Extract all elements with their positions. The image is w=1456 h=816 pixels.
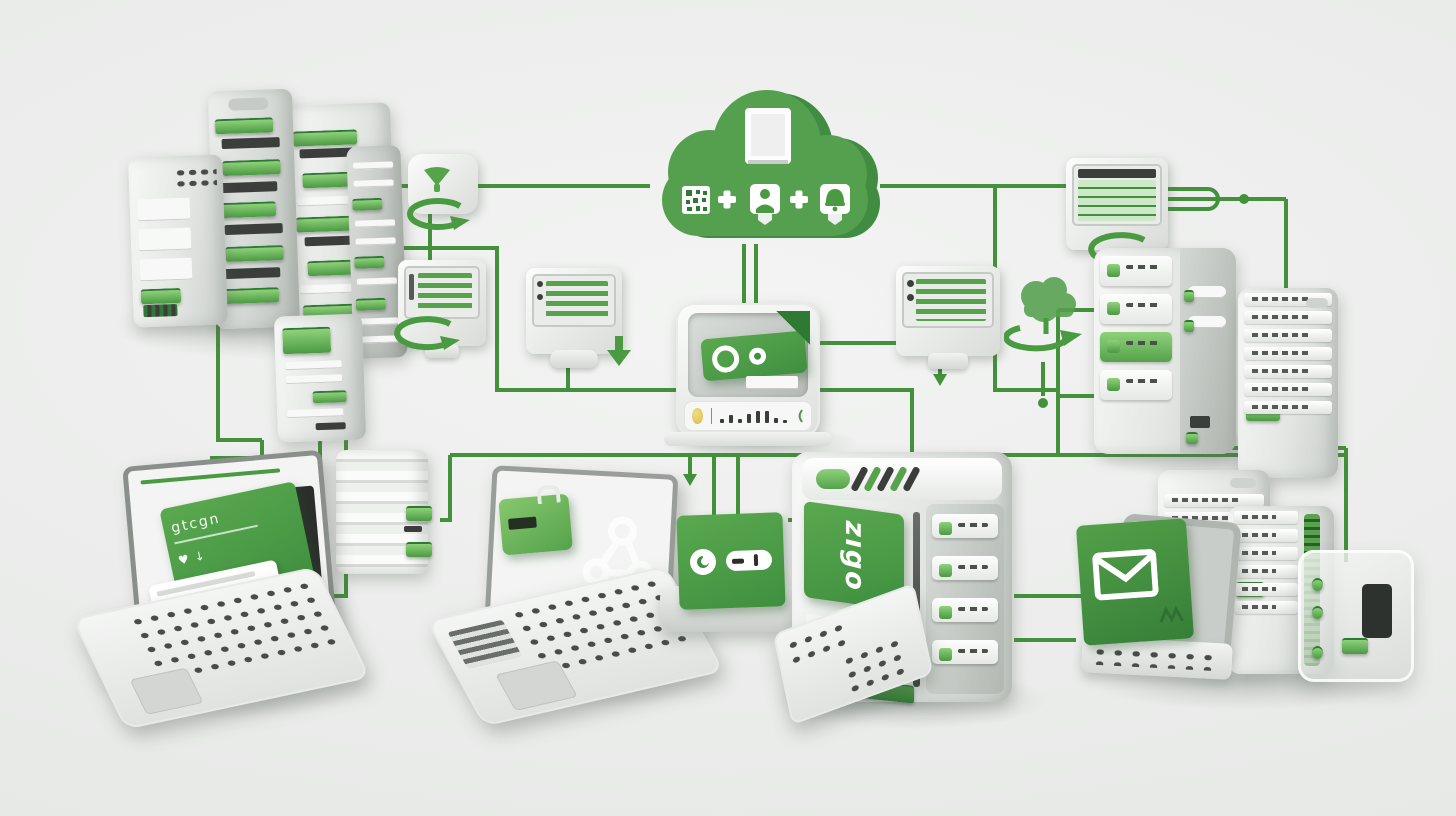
rack-tower — [128, 154, 228, 328]
server-row — [1234, 601, 1298, 614]
handle — [1306, 298, 1328, 308]
card-sublabel: ♥ ↓ — [176, 548, 207, 568]
drive-bay — [932, 598, 998, 622]
server-row — [1164, 494, 1264, 507]
refresh-arc-icon — [394, 316, 460, 351]
chart-bars — [546, 281, 608, 321]
tray-slot — [746, 376, 798, 389]
sync-arc-icon — [1004, 325, 1069, 352]
side-panel — [1180, 248, 1236, 454]
server-row — [1244, 329, 1332, 342]
monitor-status — [896, 266, 1000, 369]
server-row — [1234, 529, 1298, 542]
server-row — [1234, 565, 1298, 578]
monitor-stand — [928, 353, 968, 369]
vent — [447, 619, 523, 669]
server-row — [1234, 511, 1298, 524]
server-side-face — [926, 504, 1004, 694]
bell-shield-icon — [820, 184, 850, 225]
card-label: gtcgn — [169, 510, 222, 537]
screen — [532, 274, 616, 328]
node-dot — [1239, 194, 1249, 204]
gateway-base — [664, 432, 832, 446]
cloud-sync — [1004, 277, 1082, 352]
folder-slot — [508, 516, 537, 530]
equalizer-bars — [719, 409, 787, 423]
mail-card — [1075, 518, 1195, 646]
chart-bars — [418, 273, 472, 313]
envelope-icon — [1092, 548, 1159, 601]
server-tower-b — [1238, 288, 1338, 478]
signature-scribble — [1159, 605, 1185, 623]
zigo-label: zıgo — [838, 516, 870, 596]
chart-bars — [916, 279, 986, 322]
monitor-refresh — [398, 260, 486, 358]
node-dot — [1038, 398, 1048, 408]
screen — [902, 272, 994, 329]
gateway-control-bar — [684, 401, 812, 431]
drive-bay — [1100, 294, 1172, 324]
arrow-down-icon — [683, 474, 697, 486]
dark-slot — [1362, 584, 1392, 638]
server-row — [1234, 547, 1298, 560]
tree-cloud-icon — [1021, 277, 1076, 322]
drive-bay — [1100, 256, 1172, 286]
drive-bays — [1094, 248, 1178, 454]
server-row — [1244, 383, 1332, 396]
refresh-arc-icon — [407, 198, 470, 231]
folded-corner — [776, 311, 810, 345]
storage-tower-small — [273, 313, 367, 443]
user-shield-icon — [750, 184, 780, 225]
server-row — [1244, 311, 1332, 324]
cloud-hub — [648, 90, 888, 246]
lock-shackle-icon — [536, 484, 561, 505]
drive-bay — [1100, 370, 1172, 400]
gateway-screen — [688, 311, 810, 397]
folder-icon — [498, 484, 573, 556]
power-led — [692, 408, 703, 424]
key-grid — [1091, 644, 1223, 672]
server-top-panel — [802, 458, 1002, 500]
sync-arrow — [1060, 330, 1082, 346]
storage-tower-white — [336, 450, 432, 574]
download-arrow-icon — [607, 336, 631, 366]
server-tower-a — [1094, 248, 1236, 454]
qr-code-icon — [682, 186, 710, 214]
arrow-down-icon — [933, 374, 947, 386]
server-row — [1244, 365, 1332, 378]
ring-icon — [710, 343, 741, 374]
server-row — [1244, 401, 1332, 414]
drive-bay — [932, 514, 998, 538]
plus-icon — [790, 190, 808, 209]
dot-icon — [748, 346, 767, 365]
table-grid — [1078, 180, 1156, 222]
bracket-icon — [798, 409, 803, 423]
toggle-icon — [725, 549, 773, 572]
swirl-icon — [689, 548, 717, 576]
drive-bay — [932, 556, 998, 580]
server-row — [1244, 347, 1332, 360]
glass-appliance — [1298, 550, 1414, 682]
divider — [710, 408, 712, 424]
drive-bay-active — [1100, 332, 1172, 362]
wifi-icon — [424, 167, 450, 192]
table-header — [1078, 169, 1156, 178]
monitor-stand — [550, 350, 598, 368]
screen — [1072, 164, 1162, 227]
green-pill — [816, 469, 850, 489]
screen — [404, 266, 480, 320]
monitor-download — [526, 268, 631, 368]
card-reader — [676, 512, 786, 610]
gateway-console — [676, 303, 820, 437]
plus-icon — [718, 190, 736, 209]
drive-bay — [932, 640, 998, 664]
document-icon — [745, 108, 791, 164]
server-row — [1234, 583, 1298, 596]
progress-line — [140, 468, 281, 485]
